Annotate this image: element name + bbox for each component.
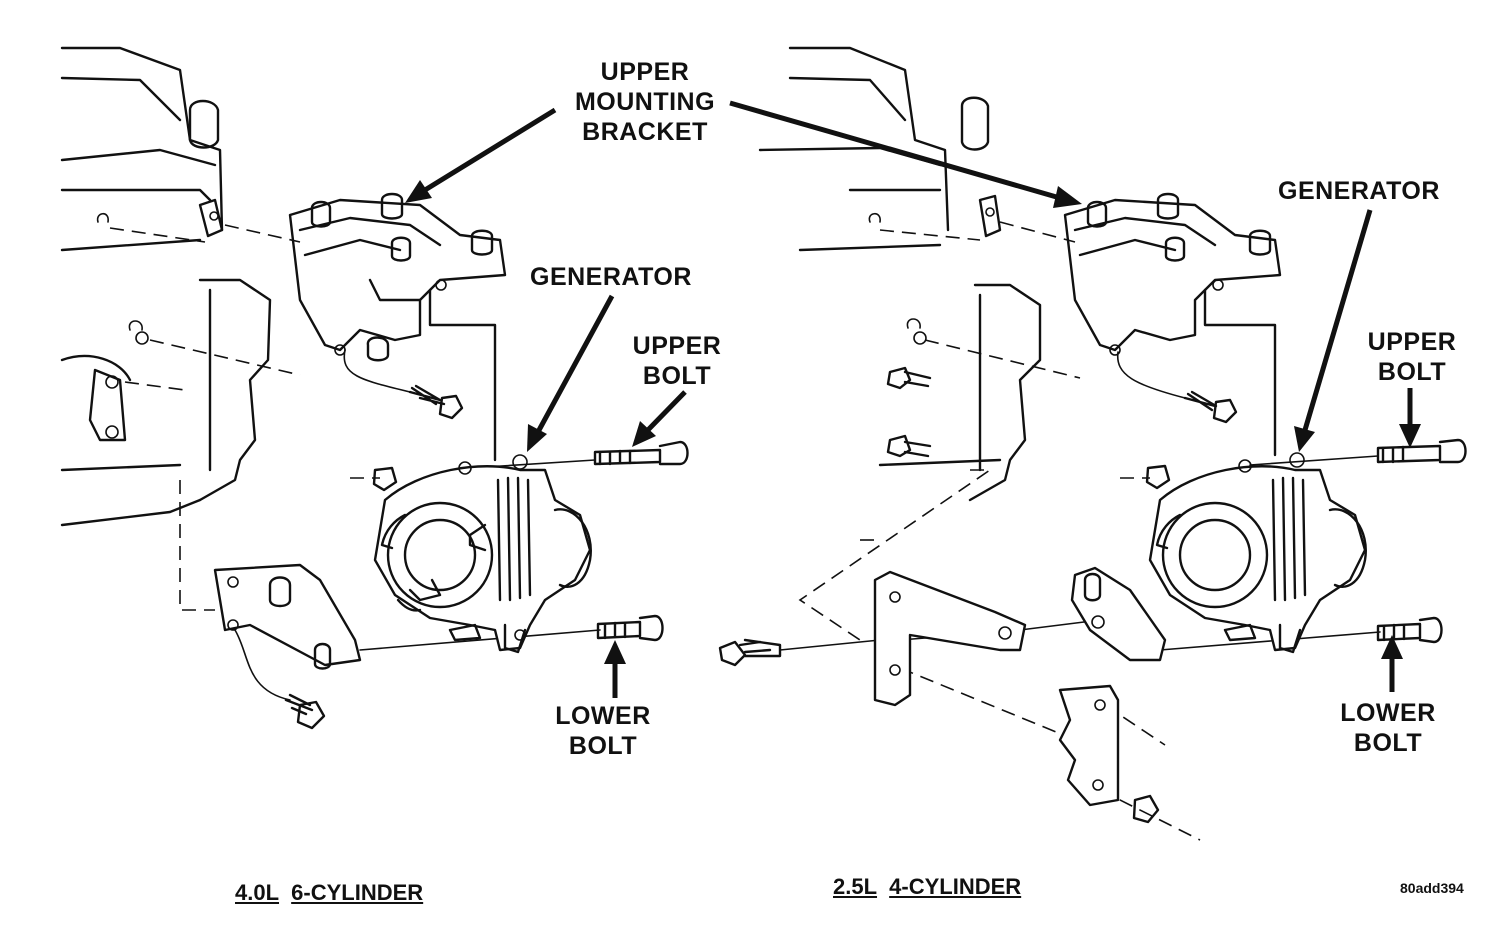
upper-bolt-label-left: UPPER BOLT xyxy=(625,331,729,391)
caption-left-displacement: 4.0L xyxy=(235,880,280,905)
upper-mounting-bracket-line-3: BRACKET xyxy=(582,118,708,146)
upper-bolt-left-line-2: BOLT xyxy=(642,362,712,390)
right-generator xyxy=(1148,452,1367,654)
lower-bolt-label-left: LOWER BOLT xyxy=(548,701,658,761)
left-engine-block xyxy=(60,46,272,527)
generator-label-right: GENERATOR xyxy=(1278,177,1440,205)
upper-bolt-left-line-1: UPPER xyxy=(632,332,722,360)
left-generator xyxy=(373,454,592,654)
upper-bolt-right-line-1: UPPER xyxy=(1367,328,1457,356)
upper-mounting-bracket-line-1: UPPER xyxy=(600,58,690,86)
figure-code: 80add394 xyxy=(1400,880,1464,896)
upper-bolt-right-line-2: BOLT xyxy=(1377,358,1447,386)
caption-right: 2.5L 4-CYLINDER xyxy=(833,874,1021,900)
lower-bolt-label-right: LOWER BOLT xyxy=(1333,698,1443,758)
lower-bolt-left-line-1: LOWER xyxy=(555,702,651,730)
upper-bolt-label-right: UPPER BOLT xyxy=(1360,327,1464,387)
lower-bolt-left-line-2: BOLT xyxy=(568,732,638,760)
upper-mounting-bracket-label: UPPER MOUNTING BRACKET xyxy=(560,57,730,147)
left-upper-mounting-bracket xyxy=(288,192,507,462)
caption-left: 4.0L 6-CYLINDER xyxy=(235,880,423,906)
caption-right-engine: 4-CYLINDER xyxy=(889,874,1022,899)
right-engine-block xyxy=(758,46,1042,502)
right-upper-mounting-bracket xyxy=(1063,192,1282,457)
upper-mounting-bracket-line-2: MOUNTING xyxy=(574,88,716,116)
caption-right-displacement: 2.5L xyxy=(833,874,878,899)
lower-bolt-right-line-1: LOWER xyxy=(1340,699,1436,727)
left-lower-bracket xyxy=(213,563,362,670)
callout-arrows xyxy=(405,100,1421,698)
generator-label-left: GENERATOR xyxy=(530,263,692,291)
caption-left-engine: 6-CYLINDER xyxy=(291,880,424,905)
right-lower-brackets xyxy=(873,566,1167,807)
lower-bolt-right-line-2: BOLT xyxy=(1353,729,1423,757)
